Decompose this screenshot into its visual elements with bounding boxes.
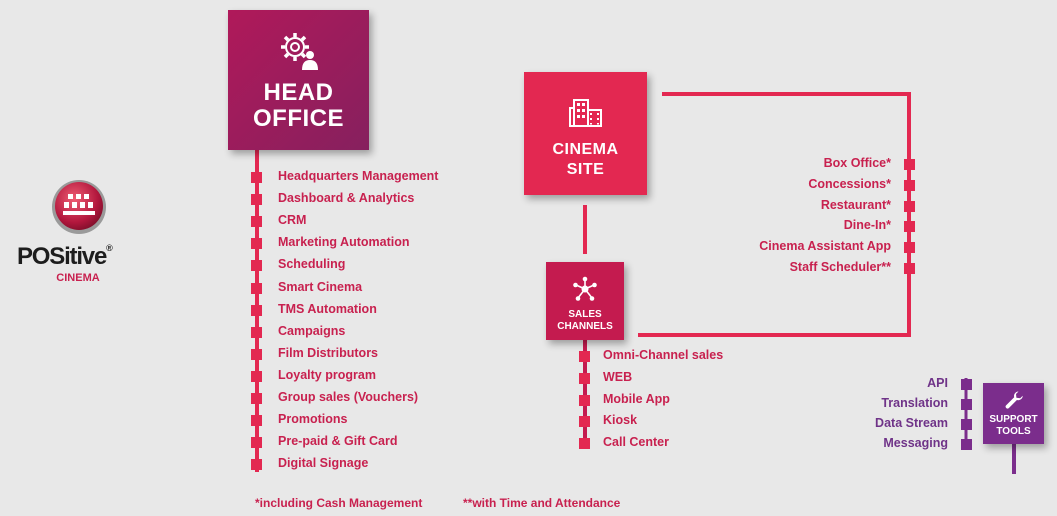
- sales-channels-bullet: [579, 394, 590, 406]
- cinema-site-bullet: [904, 200, 915, 212]
- gear-person-icon: [281, 33, 318, 70]
- head-office-item[interactable]: Headquarters Management: [278, 169, 439, 183]
- logo-subtitle: CINEMA: [56, 272, 100, 284]
- head-office-bullet: [251, 260, 262, 272]
- cinema-site-item[interactable]: Restaurant*: [820, 197, 891, 212]
- head-office-bullet: [251, 172, 262, 183]
- support-tools-bullet: [961, 439, 972, 450]
- head-office-item[interactable]: Smart Cinema: [278, 279, 363, 294]
- head-office-bullet: [251, 348, 262, 360]
- cinema-site-bullet: [904, 242, 915, 254]
- sales-channels-item[interactable]: Mobile App: [603, 391, 670, 406]
- support-tools-bullet: [961, 419, 972, 430]
- sales-channels-bullet: [579, 351, 590, 362]
- support-tools-item[interactable]: API: [927, 376, 948, 390]
- connector-cinema-site-loop: [638, 92, 911, 337]
- support-tools-item[interactable]: Messaging: [883, 436, 948, 450]
- footnote-time-attendance: **with Time and Attendance: [463, 496, 621, 510]
- head-office-item[interactable]: Loyalty program: [278, 367, 376, 382]
- logo-registered-mark: ®: [106, 243, 113, 253]
- cinema-site-item[interactable]: Cinema Assistant App: [759, 239, 891, 254]
- sales-channels-item[interactable]: WEB: [603, 369, 633, 384]
- head-office-bullet: [251, 216, 262, 228]
- head-office-item[interactable]: Campaigns: [278, 323, 346, 338]
- head-office-bullet: [251, 370, 262, 382]
- cinema-site-bullet: [904, 159, 915, 170]
- support-tools-bullet: [961, 379, 972, 390]
- sales-channels-bullet: [579, 438, 590, 450]
- sales-channels-bullet: [579, 372, 590, 384]
- head-office-item[interactable]: Scheduling: [278, 257, 346, 272]
- sales-channels-item[interactable]: Call Center: [603, 435, 669, 450]
- head-office-bullet: [251, 304, 262, 316]
- head-office-bullet: [251, 415, 262, 427]
- sales-channels-item[interactable]: Omni-Channel sales: [603, 348, 724, 362]
- head-office-bullet: [251, 282, 262, 294]
- footnote-cash-management: *including Cash Management: [255, 496, 423, 510]
- head-office-item[interactable]: Film Distributors: [278, 345, 379, 360]
- head-office-bullet: [251, 326, 262, 338]
- cinema-site-item[interactable]: Box Office*: [823, 156, 891, 170]
- head-office-item[interactable]: CRM: [278, 213, 307, 228]
- sales-channels-item[interactable]: Kiosk: [603, 413, 638, 428]
- logo-name: POSitive: [17, 243, 107, 270]
- head-office-bullet: [251, 437, 262, 449]
- wrench-icon: [1005, 391, 1023, 409]
- support-tools-bullet: [961, 399, 972, 410]
- building-film-icon: [569, 99, 602, 127]
- cinema-site-item[interactable]: Concessions*: [808, 176, 891, 191]
- support-tools-item[interactable]: Translation: [881, 396, 948, 410]
- cinema-site-bullet: [904, 179, 915, 191]
- head-office-item[interactable]: Dashboard & Analytics: [278, 191, 415, 206]
- head-office-bullet: [251, 238, 262, 250]
- theater-seats-logo-icon: [52, 180, 106, 234]
- head-office-bullet: [251, 393, 262, 404]
- head-office-item[interactable]: Pre-paid & Gift Card: [278, 434, 398, 449]
- support-tools-item[interactable]: Data Stream: [875, 416, 948, 430]
- cinema-site-bullet: [904, 263, 915, 274]
- sales-channels-bullet: [579, 416, 590, 428]
- head-office-item[interactable]: Digital Signage: [278, 456, 369, 471]
- cinema-site-item[interactable]: Staff Scheduler**: [789, 260, 891, 274]
- head-office-item[interactable]: Group sales (Vouchers): [278, 390, 419, 404]
- cinema-site-item[interactable]: Dine-In*: [843, 218, 891, 233]
- cinema-site-bullet: [904, 221, 915, 233]
- head-office-item[interactable]: Promotions: [278, 412, 348, 427]
- head-office-item[interactable]: TMS Automation: [278, 301, 377, 316]
- head-office-bullet: [251, 194, 262, 206]
- head-office-bullet: [251, 459, 262, 471]
- network-hub-icon: [573, 276, 597, 301]
- logo-wordmark: POSitive®: [17, 243, 113, 271]
- head-office-item[interactable]: Marketing Automation: [278, 235, 410, 250]
